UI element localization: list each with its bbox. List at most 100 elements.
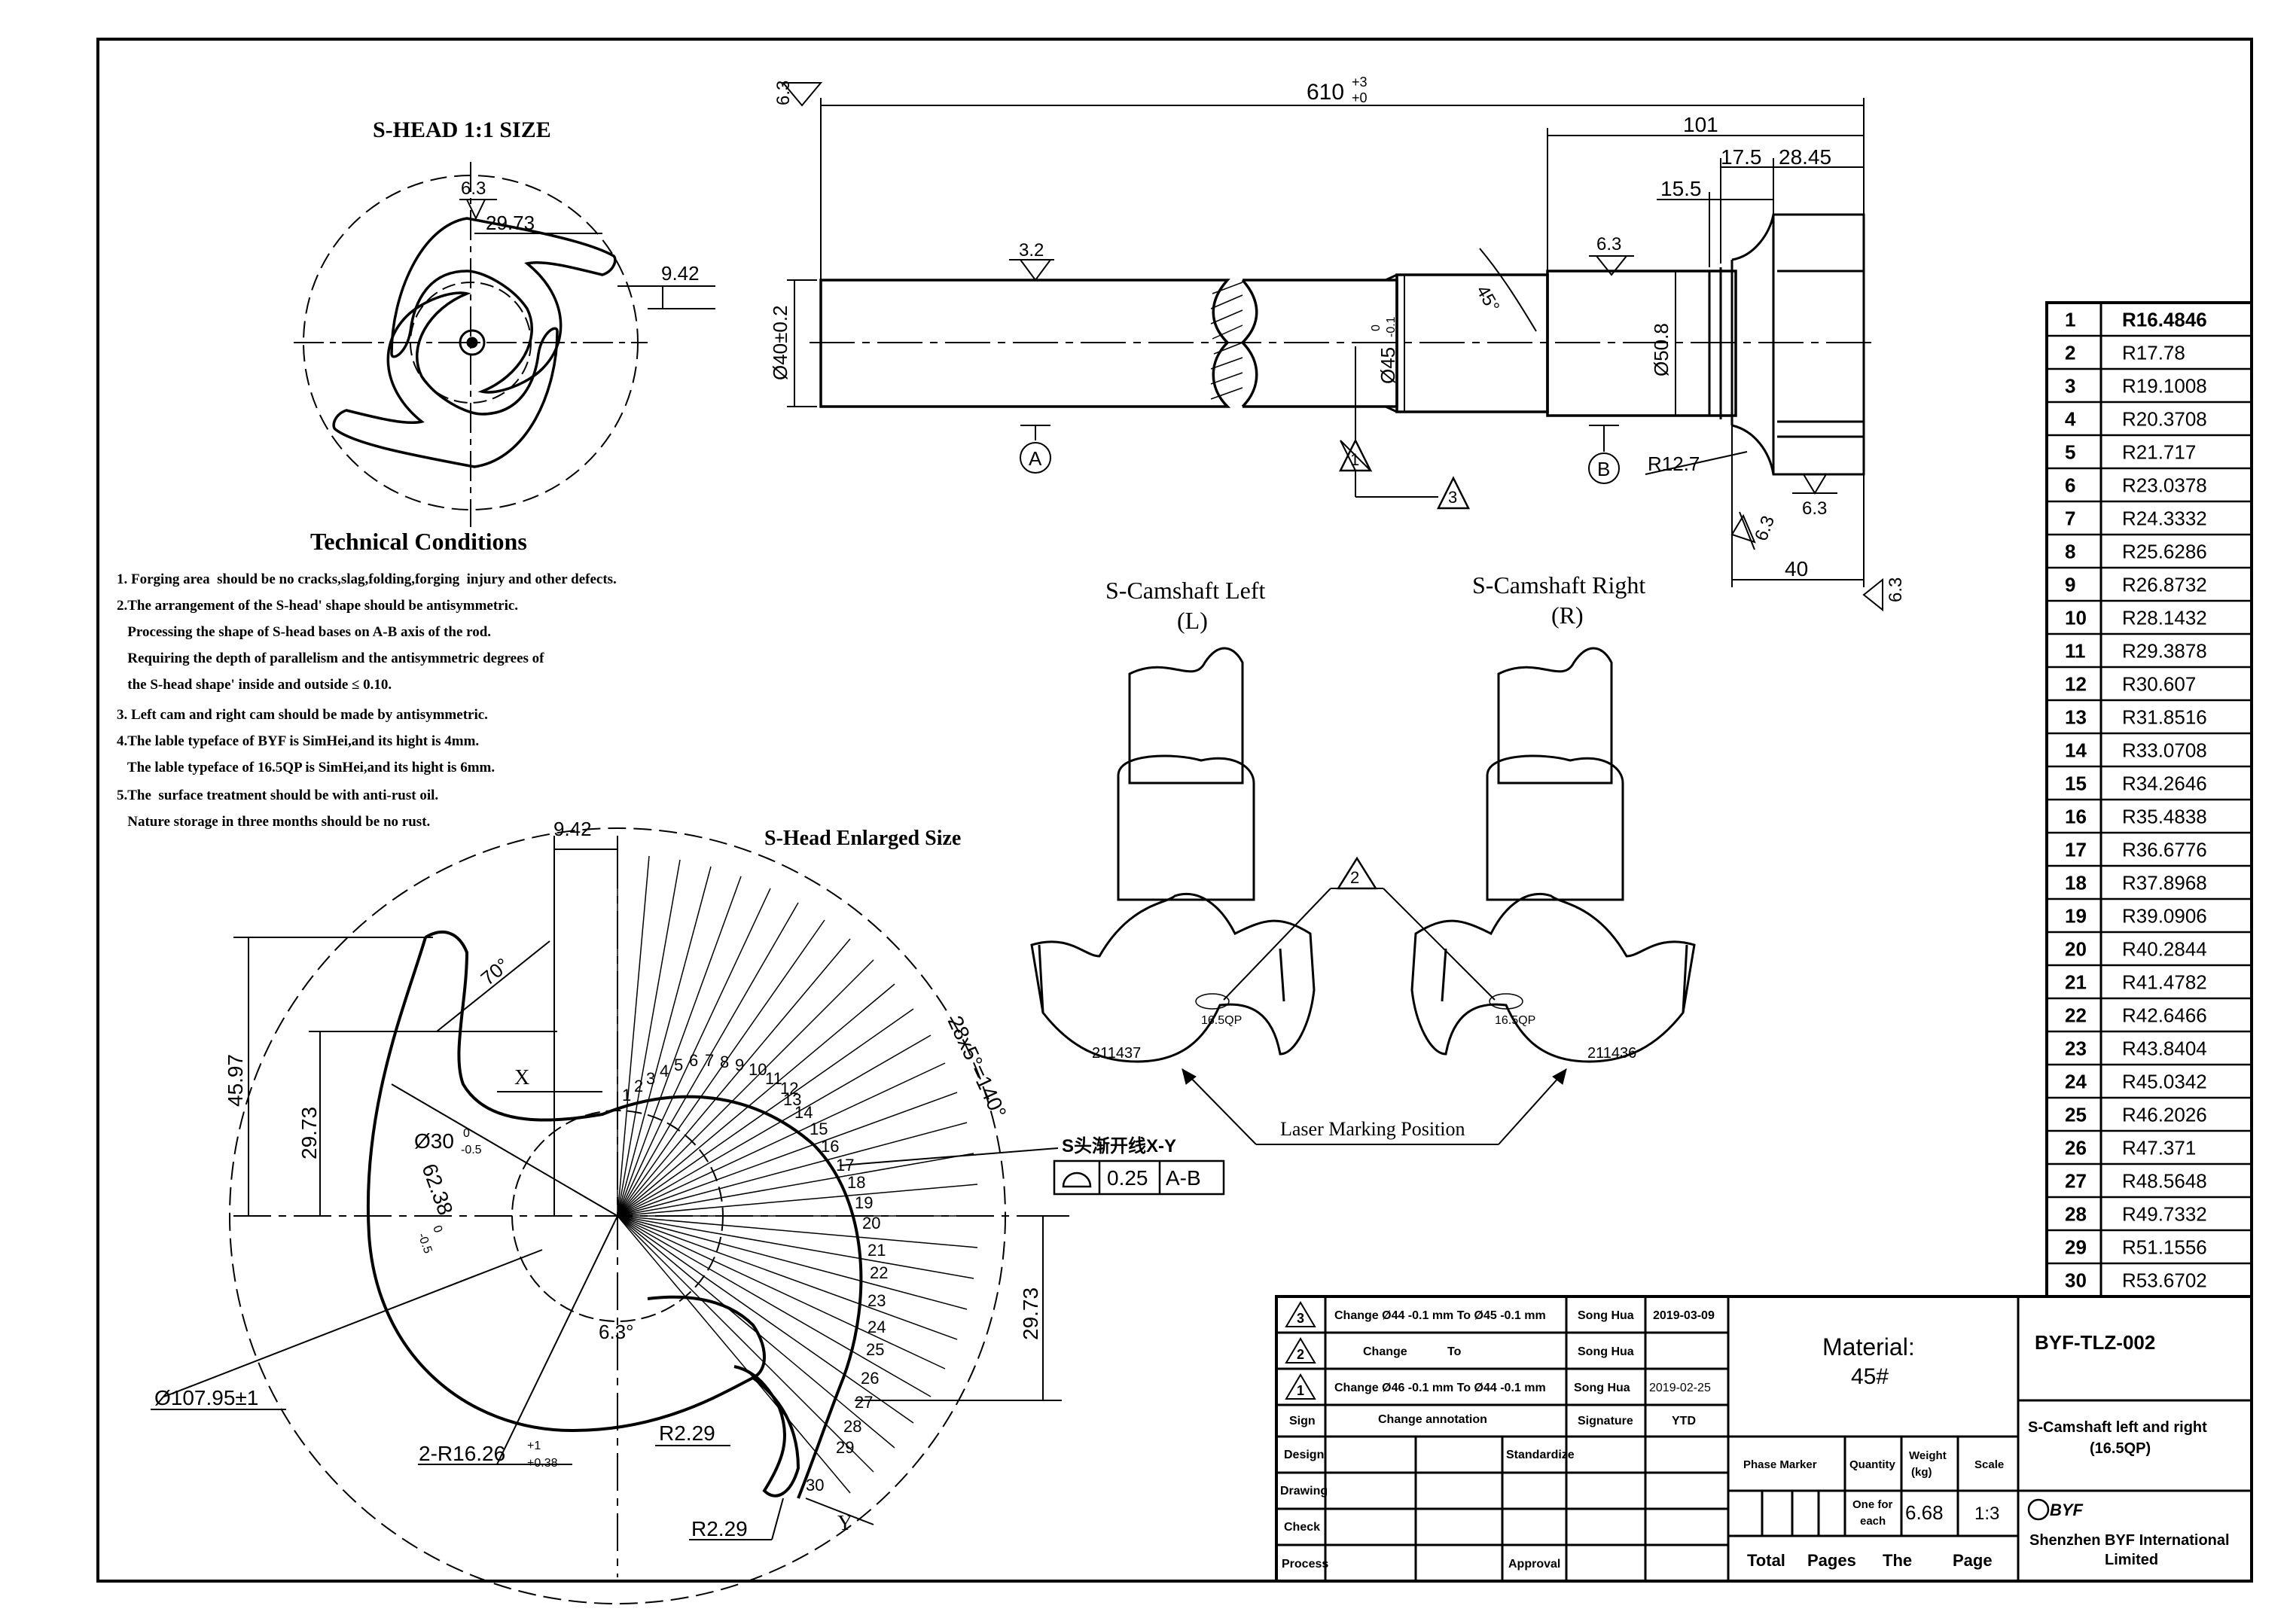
tb-scale-value: 1:3 <box>1974 1504 1999 1524</box>
cam-left-title: S-Camshaft Left <box>1105 577 1266 604</box>
tb-rev3-date: 2019-03-09 <box>1653 1309 1715 1322</box>
tech-line-4: Requiring the depth of parallelism and t… <box>117 651 544 666</box>
radius-row-value: R53.6702 <box>2122 1269 2207 1292</box>
tb-check: Check <box>1284 1521 1320 1534</box>
section-a-label: A <box>1029 447 1042 470</box>
rod-dia45-tol: -0.1 <box>1385 316 1398 337</box>
tick-23: 23 <box>867 1291 886 1310</box>
tb-rev1-text: Change Ø46 -0.1 mm To Ø44 -0.1 mm <box>1334 1382 1546 1394</box>
sheet-border <box>96 38 2253 1583</box>
radius-row-value: R19.1008 <box>2122 375 2207 398</box>
tb-total: Total <box>1747 1551 1785 1570</box>
tech-line-5: the S-head shape' inside and outside ≤ 0… <box>117 677 392 693</box>
tick-9: 9 <box>735 1056 744 1074</box>
mark-right: 16.5QP <box>1495 1014 1535 1027</box>
rev-2-label: 2 <box>1350 868 1359 887</box>
radius-row-value: R25.6286 <box>2122 541 2207 563</box>
rod-angle45: 45° <box>1472 282 1504 316</box>
tb-page: Page <box>1953 1551 1993 1570</box>
radius-row-number: 8 <box>2065 541 2075 563</box>
radius-row-value: R36.6776 <box>2122 839 2207 861</box>
shead-title: S-HEAD 1:1 SIZE <box>373 117 551 142</box>
rod-dia45-tol0: 0 <box>1370 324 1383 331</box>
tb-quantity: Quantity <box>1849 1458 1895 1471</box>
enl-x-label: X <box>514 1066 529 1089</box>
enl-angle-63: 6.3° <box>599 1321 634 1343</box>
shead-view: S-HEAD 1:1 SIZE 6.3 29.73 9.42 <box>294 117 715 527</box>
tb-signature: Signature <box>1578 1415 1633 1427</box>
logo-mark-left <box>1195 993 1230 1010</box>
tech-line-3: Processing the shape of S-head bases on … <box>117 624 491 640</box>
radius-row-number: 19 <box>2065 905 2087 928</box>
tb-part-name-2: (16.5QP) <box>2090 1440 2151 1457</box>
tech-line-6: 3. Left cam and right cam should be made… <box>117 707 488 723</box>
tb-the: The <box>1883 1551 1912 1570</box>
rod-ra63-c: 6.3 <box>1886 577 1906 602</box>
radius-row-number: 3 <box>2065 375 2075 398</box>
radius-row-value: R46.2026 <box>2122 1104 2207 1126</box>
enl-r229-b: R2.29 <box>691 1517 748 1540</box>
tb-part-name-1: S-Camshaft left and right <box>2028 1419 2207 1436</box>
enl-r229-a: R2.29 <box>659 1421 715 1445</box>
radius-row-number: 17 <box>2065 839 2087 861</box>
profile-tolerance-icon <box>1062 1172 1092 1188</box>
tb-weight: Weight <box>1909 1449 1947 1462</box>
enl-r6238-tol: -0.5 <box>415 1232 434 1256</box>
tb-one-for: One for <box>1852 1498 1892 1511</box>
tick-24: 24 <box>867 1318 886 1336</box>
title-block <box>1275 1295 2253 1583</box>
rod-d101: 101 <box>1683 113 1718 136</box>
tick-16: 16 <box>821 1137 839 1156</box>
enl-d30: Ø30 <box>414 1129 454 1153</box>
radius-row-number: 15 <box>2065 772 2087 795</box>
shead-enlarged-view: S-Head Enlarged Size <box>151 818 1225 1604</box>
rod-d155: 15.5 <box>1660 177 1702 200</box>
tick-20: 20 <box>862 1214 880 1232</box>
radius-row-number: 4 <box>2065 408 2076 431</box>
rod-dia508: Ø50.8 <box>1650 323 1672 376</box>
enl-r1626-tol-dn: +0.38 <box>527 1457 558 1470</box>
tb-design: Design <box>1284 1449 1324 1461</box>
radius-row-value: R33.0708 <box>2122 739 2207 762</box>
radius-row-number: 16 <box>2065 806 2087 828</box>
tb-material-label: Material: <box>1822 1333 1915 1360</box>
radius-row-number: 6 <box>2065 474 2075 497</box>
tech-line-8: The lable typeface of 16.5QP is SimHei,a… <box>117 760 495 775</box>
enl-d10795: Ø107.95±1 <box>154 1386 258 1409</box>
radius-row-value: R49.7332 <box>2122 1203 2207 1226</box>
tick-5: 5 <box>674 1056 683 1074</box>
rod-view: 610 +3 +0 6.3 101 17.5 28.45 15.5 3.2 6.… <box>769 75 1906 612</box>
tech-line-9: 5.The surface treatment should be with a… <box>117 788 438 803</box>
radius-row-value: R39.0906 <box>2122 905 2207 928</box>
tick-11: 11 <box>765 1069 782 1088</box>
radius-row-number: 24 <box>2065 1071 2087 1093</box>
tb-company-2: Limited <box>2105 1552 2158 1568</box>
enl-r6238: 62.38 <box>417 1160 457 1217</box>
ray-fan <box>617 855 979 1494</box>
camshaft-views: S-Camshaft Left (L) S-Camshaft Right (R)… <box>1030 571 1696 1145</box>
radius-row-number: 26 <box>2065 1137 2087 1159</box>
tick-25: 25 <box>866 1340 884 1359</box>
tb-rev2-mark: 2 <box>1297 1347 1304 1362</box>
byf-logo-icon <box>2027 1498 2050 1521</box>
enl-angle-spread: 28x5°=140° <box>944 1012 1011 1122</box>
section-hatch <box>1210 282 1243 400</box>
rod-dia45: Ø45 <box>1377 347 1399 384</box>
rev-1-label: 1 <box>1350 450 1359 469</box>
tick-26: 26 <box>861 1369 879 1388</box>
radius-row-number: 25 <box>2065 1104 2087 1126</box>
tb-each: each <box>1860 1515 1886 1528</box>
rod-ra32: 3.2 <box>1019 240 1044 261</box>
involute-label: S头渐开线X-Y <box>1062 1136 1176 1156</box>
radius-row-value: R35.4838 <box>2122 806 2207 828</box>
section-b-marker <box>1588 452 1620 484</box>
tick-21: 21 <box>867 1241 886 1260</box>
tol-value: 0.25 <box>1107 1166 1148 1190</box>
tech-title: Technical Conditions <box>310 528 527 555</box>
logo-mark-right <box>1489 993 1523 1010</box>
enlarged-title: S-Head Enlarged Size <box>764 827 961 850</box>
tb-rev1-name: Song Hua <box>1574 1382 1630 1394</box>
tick-14: 14 <box>794 1103 813 1122</box>
